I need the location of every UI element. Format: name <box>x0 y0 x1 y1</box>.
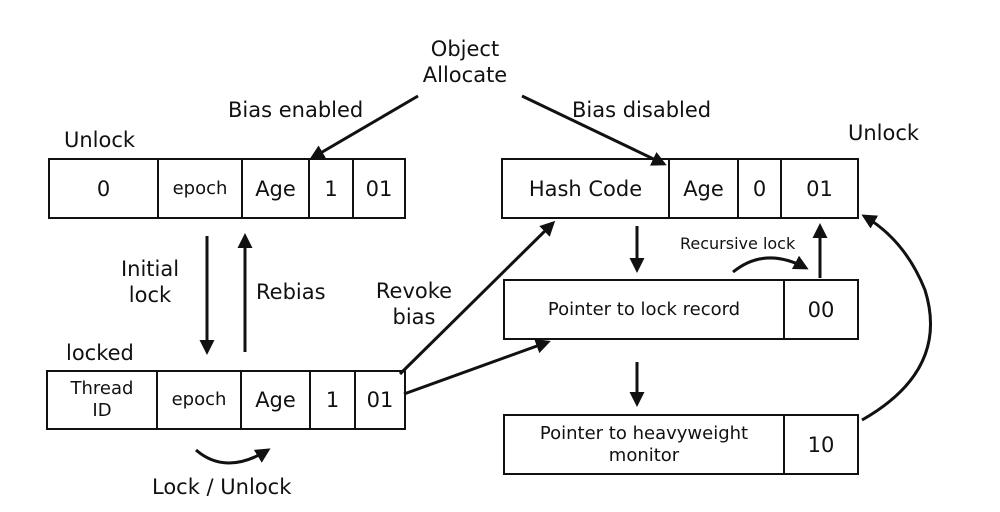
recursive-lock-arrow <box>732 255 809 274</box>
field-bias-bit: 0 <box>739 160 782 217</box>
initial-lock-line1: Initial <box>120 257 180 281</box>
field-epoch: epoch <box>158 372 242 428</box>
monitor-pointer-line2: monitor <box>608 444 680 466</box>
initial-lock-label: Initial lock <box>108 256 192 308</box>
monitor-pointer-line1: Pointer to heavyweight <box>539 422 749 444</box>
initial-lock-line2: lock <box>128 283 172 307</box>
heavyweight-unlock-arrow <box>861 214 933 422</box>
field-hash-code: Hash Code <box>503 160 670 217</box>
field-lock-tag: 10 <box>807 432 835 457</box>
revoke-bias-line1: Revoke <box>375 279 453 303</box>
field-bias-bit: 1 <box>311 372 356 428</box>
object-allocate-line1: Object <box>430 37 500 61</box>
field-age: Age <box>242 372 311 428</box>
field-lock-tag: 01 <box>366 388 394 412</box>
locked-label: locked <box>66 341 134 365</box>
lock-unlock-arrow <box>195 448 271 465</box>
rebias-label: Rebias <box>256 280 326 304</box>
heavyweight-lock-mark-word: Pointer to heavyweight monitor 10 <box>503 414 859 475</box>
bias-disabled-label: Bias disabled <box>572 98 712 122</box>
lightweight-lock-mark-word: Pointer to lock record 00 <box>503 279 859 340</box>
unbiased-unlocked-mark-word: Hash Code Age 0 01 <box>501 158 859 219</box>
field-monitor-pointer: Pointer to heavyweight monitor <box>505 416 785 473</box>
field-age: Age <box>243 160 310 217</box>
recursive-lock-label: Recursive lock <box>680 234 796 253</box>
revoke-bias-line2: bias <box>392 305 436 329</box>
field-zero: 0 <box>50 160 159 217</box>
unlock-left-label: Unlock <box>64 128 136 152</box>
field-lock-record-pointer: Pointer to lock record <box>505 281 785 338</box>
lock-unlock-label: Lock / Unlock <box>152 475 292 499</box>
bias-enabled-label: Bias enabled <box>228 98 364 122</box>
object-allocate-label: Object Allocate <box>400 36 530 88</box>
field-lock-tag: 01 <box>365 176 393 201</box>
thread-id-line2: ID <box>92 400 112 421</box>
biased-locked-mark-word: Thread ID epoch Age 1 01 <box>46 370 406 430</box>
revoke-bias-arrow-to-unlocked <box>398 220 556 376</box>
biased-unlocked-mark-word: 0 epoch Age 1 01 <box>48 158 406 219</box>
object-allocate-line2: Allocate <box>422 63 508 87</box>
field-epoch: epoch <box>159 160 243 217</box>
bias-enabled-arrow <box>309 94 419 160</box>
field-bias-bit: 1 <box>310 160 354 217</box>
field-thread-id: Thread ID <box>48 372 158 428</box>
revoke-bias-arrow-to-lightweight <box>403 339 551 396</box>
field-lock-tag: 00 <box>807 297 835 322</box>
thread-id-line1: Thread <box>70 378 134 399</box>
unlock-right-label: Unlock <box>848 121 920 145</box>
field-lock-tag: 01 <box>806 176 833 201</box>
bias-disabled-arrow <box>521 94 667 166</box>
field-age: Age <box>670 160 739 217</box>
revoke-bias-label: Revoke bias <box>366 278 462 330</box>
